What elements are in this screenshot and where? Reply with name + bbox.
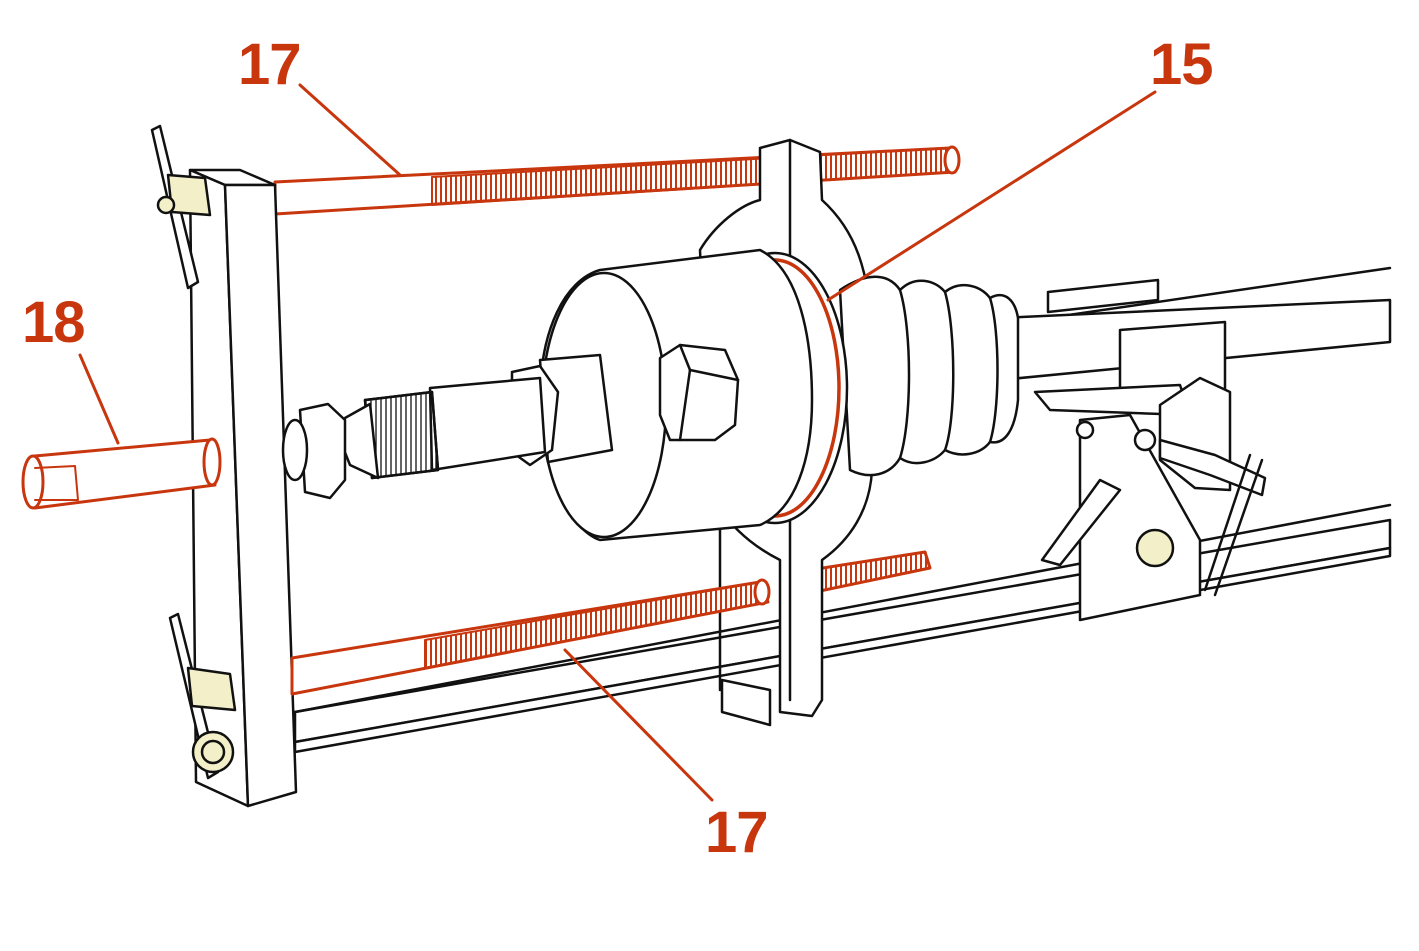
callout-18: 18 [22,290,86,355]
leader-17-bottom [563,648,714,802]
callout-17-bottom: 17 [705,800,769,865]
stub-shaft [281,353,614,500]
callout-17-top: 17 [238,32,302,97]
threaded-rod-bottom-back [808,550,932,594]
leader-15 [826,90,1157,302]
threaded-rod-bottom [290,578,771,696]
threaded-rod-top [273,145,961,216]
leader-17-top [298,83,402,177]
wing-bolt-top [150,124,212,290]
callout-15: 15 [1150,32,1214,97]
clamp-bracket [1033,278,1267,622]
front-frame-bar [188,168,298,808]
cv-boot [838,275,1020,477]
wing-bolt-bottom [168,612,237,780]
leader-18 [78,353,120,445]
press-shaft [21,437,222,510]
